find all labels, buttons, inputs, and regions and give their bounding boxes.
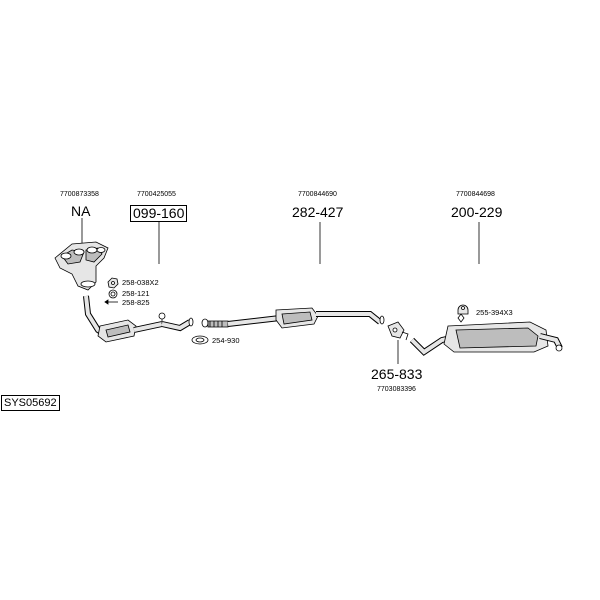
part-number-centre-silencer[interactable]: 282-427 — [292, 204, 344, 220]
exhaust-manifold — [54, 241, 109, 291]
part-ref-catalyst: 7700425055 — [137, 191, 176, 198]
part-ref-centre-silencer: 7700844690 — [298, 191, 337, 198]
part-number-connector[interactable]: 265-833 — [371, 366, 423, 382]
part-ref-connector: 7703083396 — [377, 386, 416, 393]
fitting-label-258-825[interactable]: 258-825 — [122, 298, 150, 307]
intermediate-pipe — [161, 317, 194, 332]
part-number-rear-silencer[interactable]: 200-229 — [451, 204, 503, 220]
system-code-label: SYS05692 — [1, 395, 60, 411]
rear-silencer — [409, 313, 563, 356]
catalytic-converter — [83, 295, 166, 343]
fitting-label-255-394[interactable]: 255-394X3 — [476, 308, 513, 317]
part-ref-manifold: 7700873358 — [60, 191, 99, 198]
part-number-catalyst[interactable]: 099-160 — [130, 205, 188, 222]
connector-clamp — [387, 321, 409, 341]
gasket-fitting-icons — [104, 277, 119, 305]
part-number-manifold[interactable]: NA — [71, 203, 91, 219]
fitting-label-258-121[interactable]: 258-121 — [122, 289, 150, 298]
clamp-fitting — [191, 335, 209, 345]
fitting-label-258-038[interactable]: 258-038X2 — [122, 278, 159, 287]
centre-silencer — [201, 307, 385, 329]
fitting-label-254-930[interactable]: 254-930 — [212, 336, 240, 345]
part-ref-rear-silencer: 7700844698 — [456, 191, 495, 198]
rubber-mount-icon — [457, 304, 469, 315]
